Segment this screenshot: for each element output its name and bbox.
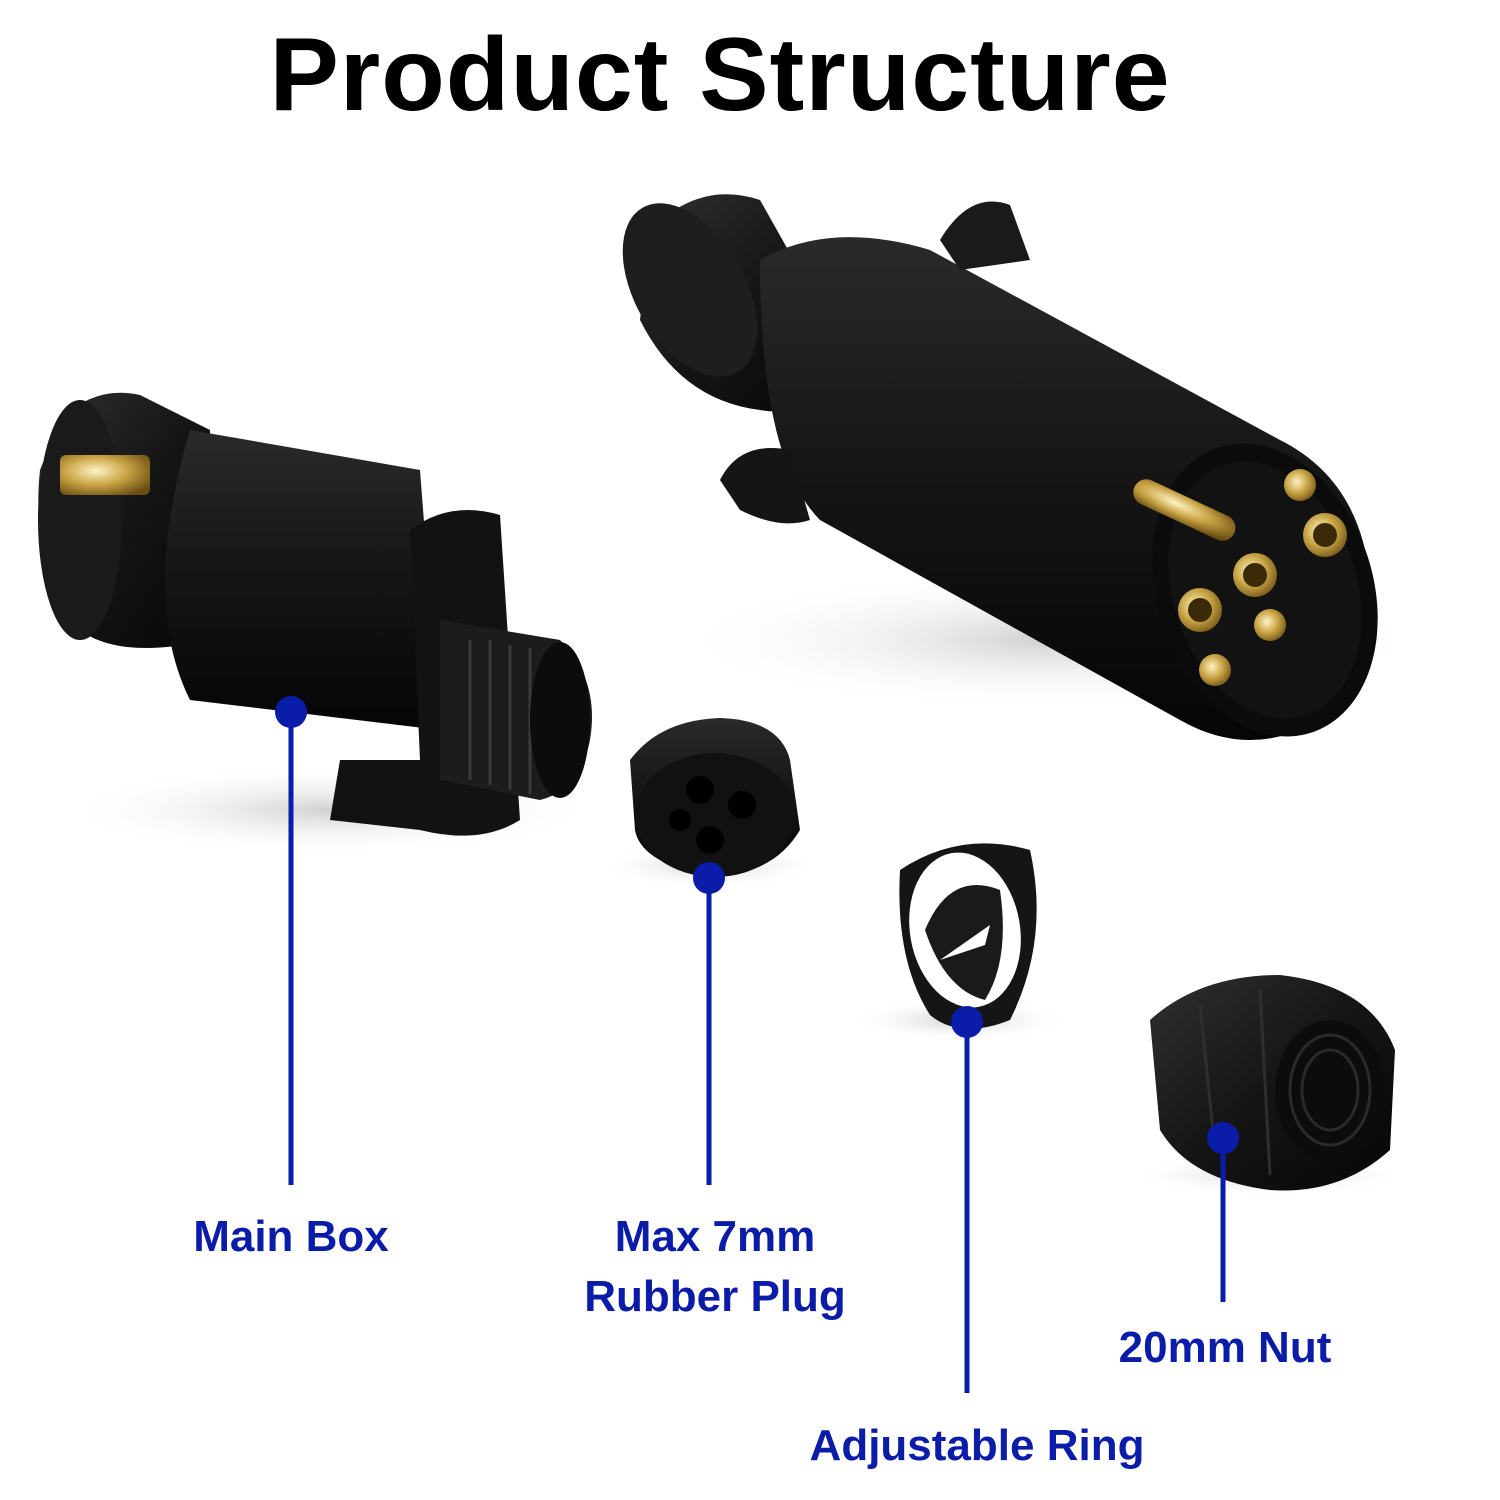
label-adjustable-ring-line: Adjustable Ring bbox=[809, 1421, 1145, 1470]
callout-adjustable-ring bbox=[951, 1006, 983, 1393]
label-rubber-plug-line-2: Rubber Plug bbox=[584, 1272, 846, 1321]
label-main-box: Main Box bbox=[141, 1207, 441, 1267]
callout-rubber-plug bbox=[693, 862, 725, 1185]
nut-part bbox=[1130, 975, 1410, 1197]
page-title: Product Structure bbox=[269, 17, 1171, 133]
main-box-part bbox=[38, 392, 600, 855]
label-rubber-plug: Max 7mm Rubber Plug bbox=[540, 1207, 890, 1327]
callout-main-box bbox=[275, 696, 307, 1185]
label-rubber-plug-line-1: Max 7mm bbox=[614, 1212, 816, 1261]
label-adjustable-ring: Adjustable Ring bbox=[777, 1416, 1177, 1476]
label-main-box-line: Main Box bbox=[193, 1212, 389, 1261]
label-nut-line: 20mm Nut bbox=[1118, 1323, 1332, 1372]
assembled-plug bbox=[622, 194, 1430, 740]
callout-nut bbox=[1207, 1122, 1239, 1302]
label-nut: 20mm Nut bbox=[1075, 1318, 1375, 1378]
connector-pins bbox=[1133, 469, 1347, 686]
